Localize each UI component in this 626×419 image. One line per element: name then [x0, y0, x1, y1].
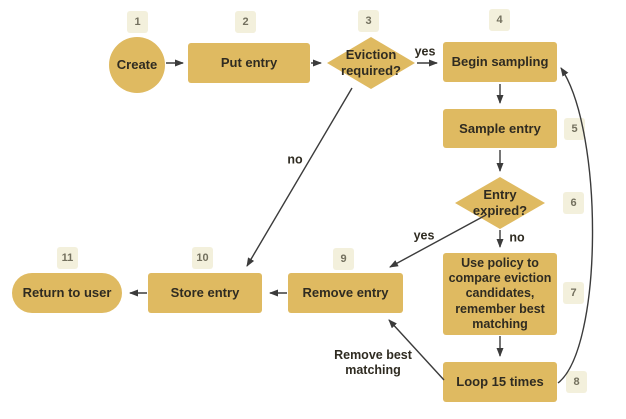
step-badge-3: 3	[358, 10, 379, 32]
step-badge-5: 5	[564, 118, 585, 140]
node-sample-entry: Sample entry	[443, 109, 557, 148]
node-store-entry: Store entry	[148, 273, 262, 313]
node-return-to-user: Return to user	[12, 273, 122, 313]
node-remove-entry: Remove entry	[288, 273, 403, 313]
edge-label-eviction-no: no	[287, 152, 303, 167]
step-badge-1: 1	[127, 11, 148, 33]
edge-label-remove-best: Remove best matching	[334, 348, 412, 377]
node-label: Create	[116, 57, 158, 73]
step-badge-11: 11	[57, 247, 78, 269]
node-label: Begin sampling	[451, 54, 549, 70]
step-badge-9: 9	[333, 248, 354, 270]
node-loop-15-times: Loop 15 times	[443, 362, 557, 402]
node-label: Use policy to compare eviction candidate…	[448, 255, 552, 331]
step-badge-4: 4	[489, 9, 510, 31]
edge-eviction-no-to-store	[246, 87, 353, 267]
edge-label-expired-no: no	[509, 230, 525, 245]
node-entry-expired: Entry expired?	[455, 177, 545, 229]
step-badge-6: 6	[563, 192, 584, 214]
node-create: Create	[109, 37, 165, 93]
edge-loop-to-begin-curve	[557, 67, 594, 384]
node-eviction-required: Eviction required?	[327, 37, 415, 89]
node-label: Return to user	[22, 285, 112, 301]
node-put-entry: Put entry	[188, 43, 310, 83]
node-begin-sampling: Begin sampling	[443, 42, 557, 82]
step-badge-2: 2	[235, 11, 256, 33]
step-badge-7: 7	[563, 282, 584, 304]
node-use-policy: Use policy to compare eviction candidate…	[443, 253, 557, 335]
node-label: Store entry	[170, 285, 240, 301]
node-label: Eviction required?	[341, 47, 401, 78]
edge-label-expired-yes: yes	[413, 228, 435, 243]
node-label: Sample entry	[459, 120, 541, 136]
step-badge-10: 10	[192, 247, 213, 269]
step-badge-8: 8	[566, 371, 587, 393]
node-label: Remove entry	[302, 285, 389, 301]
node-label: Put entry	[220, 55, 278, 71]
node-label: Loop 15 times	[456, 374, 544, 390]
node-label: Entry expired?	[472, 187, 528, 218]
edge-label-eviction-yes: yes	[414, 44, 436, 59]
